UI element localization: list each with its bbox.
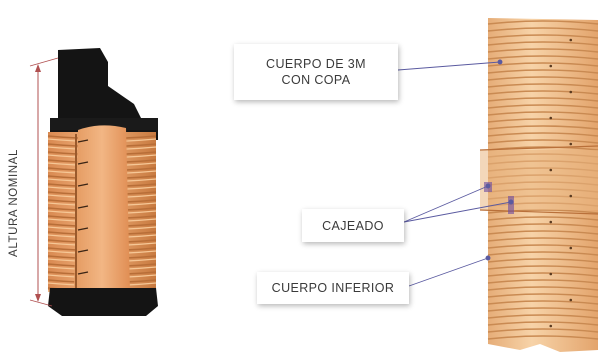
coupling-top-edge <box>479 145 599 151</box>
coupling-band <box>480 150 598 210</box>
right-dot <box>549 116 553 120</box>
callout-cuerpo-line1: CUERPO DE 3M <box>266 57 366 71</box>
leader-cajeado-1 <box>403 185 489 223</box>
right-rib <box>487 328 599 333</box>
leader-cajeado-dot-2 <box>508 199 514 205</box>
right-dot <box>549 168 553 172</box>
leader-inferior-dot <box>485 255 491 261</box>
right-rib <box>487 265 599 270</box>
right-dot <box>549 324 553 328</box>
right-rib <box>487 48 599 53</box>
right-rib <box>487 34 599 39</box>
right-rib <box>487 83 599 88</box>
right-rib <box>487 55 599 60</box>
right-rib <box>487 251 599 256</box>
leader-cuerpo <box>397 61 501 71</box>
right-rib <box>487 279 599 284</box>
right-dot <box>569 194 573 198</box>
right-rib <box>487 209 599 214</box>
callout-inferior-text: CUERPO INFERIOR <box>271 281 395 295</box>
leader-cajeado-dot-1 <box>485 183 491 189</box>
right-rib <box>487 335 599 340</box>
callout-cuerpo-3m: CUERPO DE 3M CON COPA <box>234 44 398 100</box>
right-rib <box>487 314 599 319</box>
callout-cajeado: CAJEADO <box>302 209 404 242</box>
right-rib <box>487 125 599 130</box>
right-rib <box>487 272 599 277</box>
inner-mark <box>77 139 89 143</box>
right-rib <box>487 69 599 74</box>
right-rib <box>487 139 599 144</box>
right-rib <box>487 97 599 102</box>
leader-inferior <box>408 257 489 287</box>
altura-nominal-label: ALTURA NOMINAL <box>2 128 26 278</box>
right-rib <box>487 321 599 326</box>
right-dot <box>569 298 573 302</box>
coupling-bottom-edge <box>479 209 599 215</box>
right-dot <box>569 90 573 94</box>
right-rib <box>487 286 599 291</box>
right-rib <box>487 62 599 67</box>
callout-cajeado-text: CAJEADO <box>322 218 384 233</box>
altura-nominal-text: ALTURA NOMINAL <box>8 149 20 257</box>
height-dimension <box>29 57 59 307</box>
inner-mark <box>77 227 89 231</box>
inner-mark <box>77 249 89 253</box>
right-dot <box>569 38 573 42</box>
leader-cuerpo-dot <box>497 59 503 65</box>
inner-mark <box>77 205 89 209</box>
right-rib <box>487 237 599 242</box>
right-rib <box>487 258 599 263</box>
inner-mark <box>77 271 89 275</box>
right-dot <box>569 142 573 146</box>
inner-mark <box>77 161 89 165</box>
right-rib <box>487 104 599 109</box>
right-rib <box>487 132 599 137</box>
right-rib <box>487 118 599 123</box>
right-rib <box>487 216 599 221</box>
right-rib <box>487 244 599 249</box>
inner-marks <box>77 139 89 275</box>
right-rib <box>487 300 599 305</box>
right-rib <box>487 90 599 95</box>
right-rib <box>487 41 599 46</box>
right-rib <box>487 293 599 298</box>
right-rib <box>487 20 599 25</box>
top-cap-rim <box>50 118 158 130</box>
right-dot <box>549 64 553 68</box>
left-pipe-figure <box>29 48 158 316</box>
right-rib <box>487 27 599 32</box>
cutaway-inner <box>74 125 130 292</box>
inner-mark <box>77 183 89 187</box>
right-rib <box>487 307 599 312</box>
right-dot <box>569 246 573 250</box>
bottom-cap <box>48 288 158 316</box>
cajeado-notch-2 <box>508 196 514 214</box>
leader-lines <box>397 59 514 287</box>
right-rib <box>487 230 599 235</box>
right-dot <box>549 220 553 224</box>
right-dot <box>549 272 553 276</box>
right-rib <box>487 111 599 116</box>
right-rib <box>487 223 599 228</box>
leader-cajeado-2 <box>403 201 512 223</box>
right-dots <box>549 38 573 328</box>
right-pipe-figure <box>479 18 599 352</box>
callout-cuerpo-line2: CON COPA <box>281 73 351 87</box>
right-rib <box>487 76 599 81</box>
callout-cuerpo-inferior: CUERPO INFERIOR <box>257 272 409 304</box>
top-cap <box>50 48 158 140</box>
